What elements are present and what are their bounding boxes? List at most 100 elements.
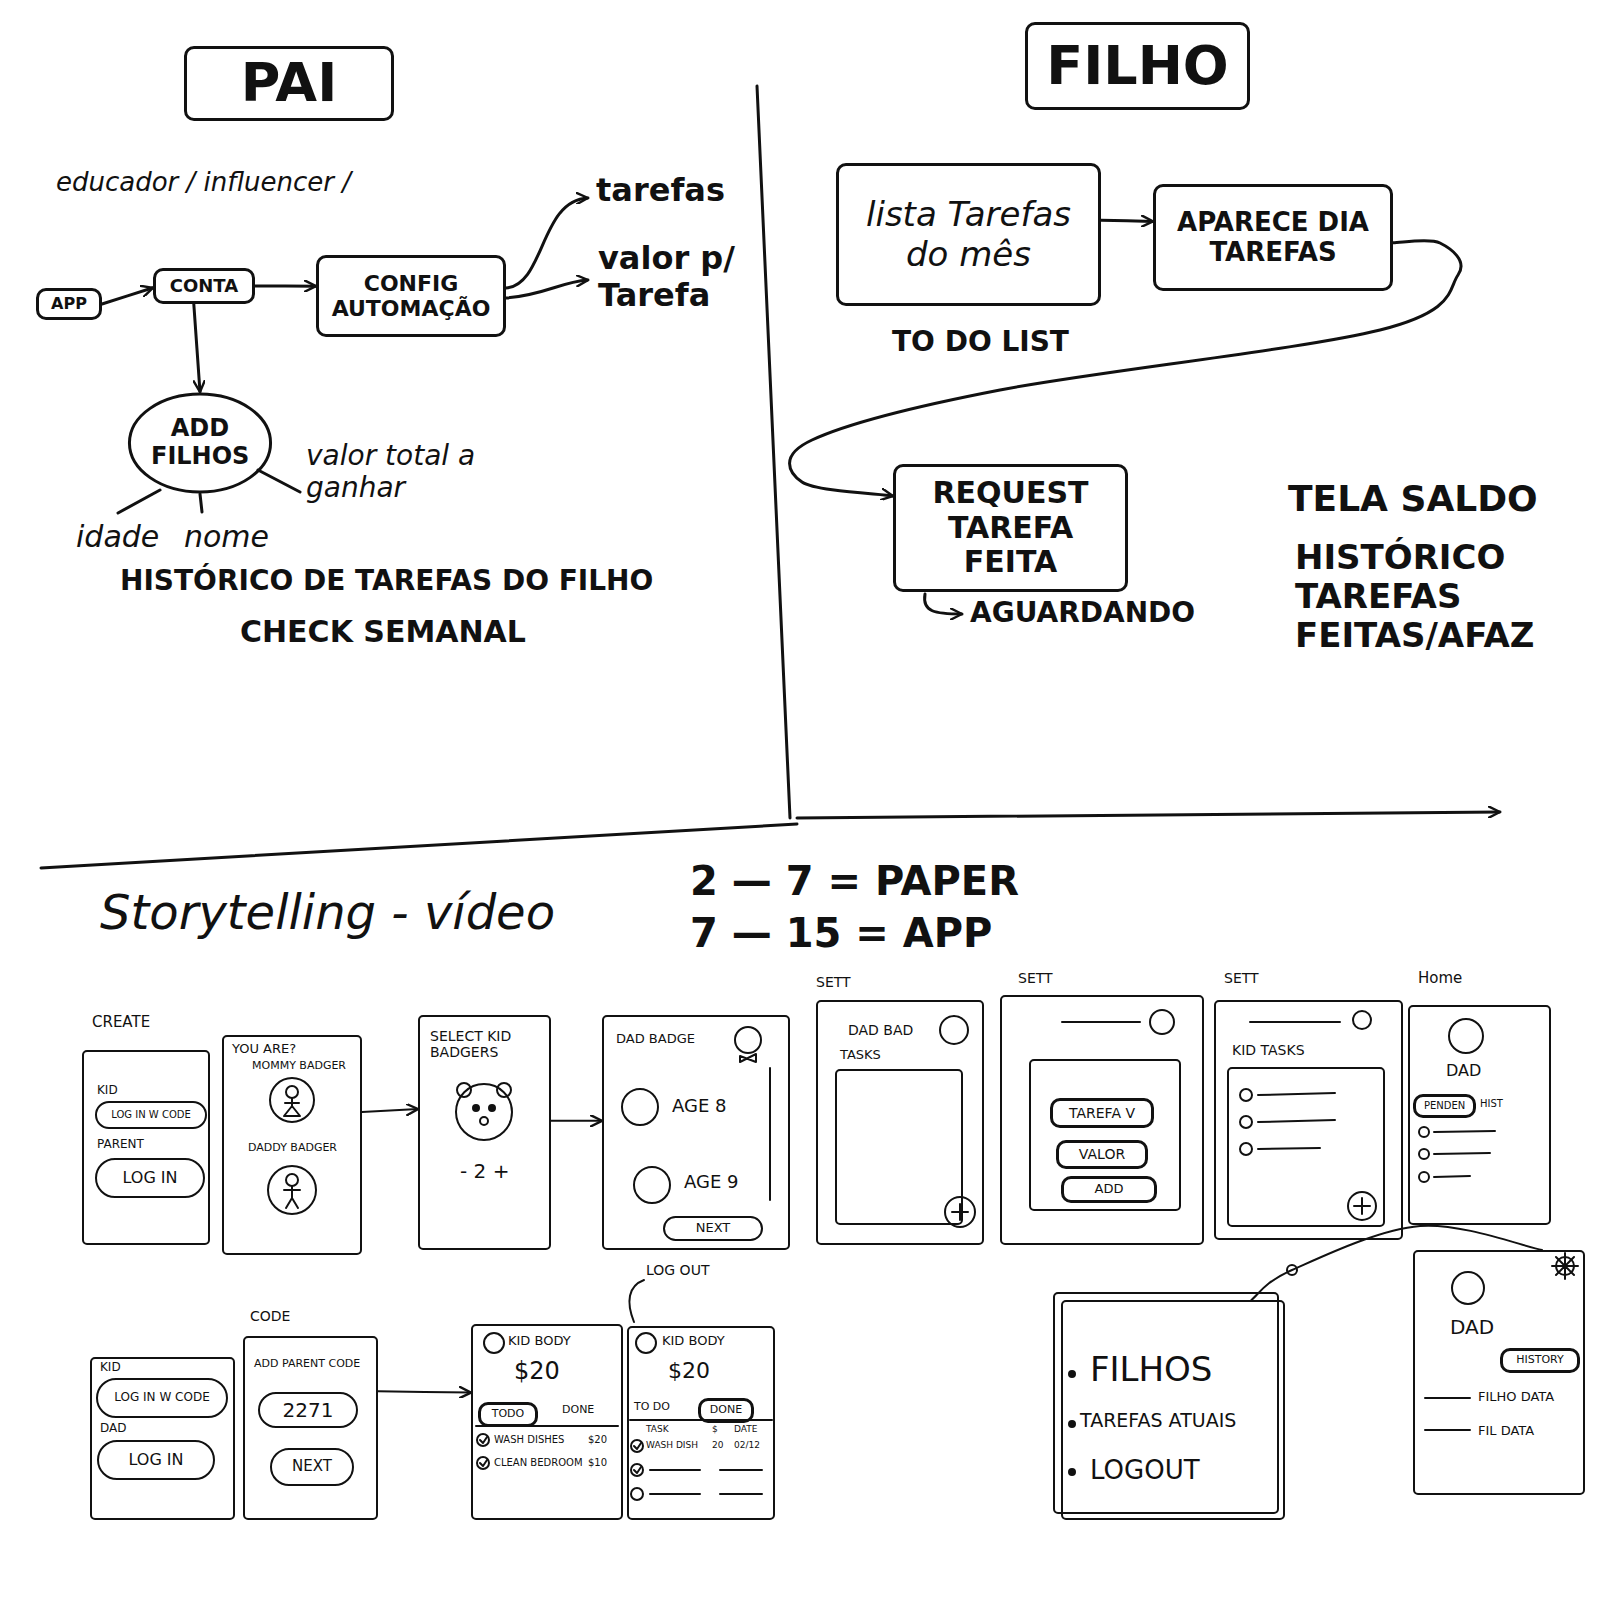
plus-sign	[1354, 1198, 1370, 1214]
screen-text: $	[712, 1424, 726, 1434]
process-box: CONTA	[153, 268, 255, 304]
process-box: TODO	[478, 1402, 538, 1427]
node-text: NEXT	[292, 1458, 332, 1475]
screen-text: HIST	[1480, 1098, 1520, 1110]
screen-text: DATE	[734, 1424, 770, 1434]
button-pill: LOG IN W CODE	[96, 1378, 228, 1418]
node-text: APARECE DIA TAREFAS	[1164, 208, 1382, 268]
node-text: CONFIG AUTOMAÇÃO	[327, 271, 495, 322]
gear-spokes	[1552, 1253, 1578, 1279]
header-line	[1250, 1021, 1340, 1023]
bear-face	[456, 1084, 512, 1140]
list-line	[1425, 1398, 1470, 1430]
note-label: tarefas	[596, 172, 756, 209]
flow-arrow	[255, 285, 316, 288]
note-label: Storytelling - vídeo	[100, 885, 680, 940]
process-box: HISTORY	[1500, 1348, 1580, 1373]
divider-arrow	[797, 812, 1500, 818]
note-label: TO DO LIST	[892, 326, 1112, 358]
divider-line	[41, 86, 797, 868]
screen-text: DAD	[1446, 1062, 1506, 1080]
bear-nose	[480, 1117, 488, 1125]
header-line	[1062, 1021, 1140, 1023]
node-text: FILHO	[1046, 35, 1229, 97]
button-pill: NEXT	[270, 1448, 354, 1486]
screen-text: KID TASKS	[1232, 1042, 1352, 1058]
node-text: LOG IN W CODE	[111, 1109, 191, 1121]
process-box: ADD	[1061, 1176, 1157, 1203]
menu-bullet	[1069, 1469, 1075, 1475]
node-text: LOG IN	[122, 1169, 177, 1187]
node-text: NEXT	[696, 1221, 731, 1236]
screen-frame: CREATEKIDPARENTLOG IN W CODELOG IN	[82, 1050, 210, 1245]
screen-frame: FILHOSTAREFAS ATUAISLOGOUT	[1061, 1300, 1285, 1520]
flow-arrow	[790, 241, 1461, 496]
stick-figure	[284, 1186, 300, 1208]
list-bullet	[1419, 1127, 1429, 1137]
node-text: DONE	[710, 1404, 742, 1417]
menu-bullet	[1069, 1421, 1075, 1427]
screen-frame: SETTTAREFA VVALORADD	[1000, 995, 1204, 1245]
node-text: CONTA	[170, 276, 238, 297]
screen-text: - 2 +	[460, 1160, 524, 1183]
task-panel	[1228, 1068, 1384, 1226]
node-text: VALOR	[1079, 1146, 1125, 1162]
screen-text: DONE	[562, 1404, 612, 1417]
screen-text: FIL DATA	[1478, 1424, 1580, 1439]
button-pill: NEXT	[663, 1216, 763, 1241]
process-box: TAREFA V	[1050, 1098, 1154, 1128]
screen-frame: DADFILHO DATAFIL DATAHISTORY	[1413, 1250, 1585, 1495]
note-label: LOG OUT	[646, 1262, 736, 1278]
screen-text: AGE 8	[672, 1096, 748, 1117]
screen-text: SETT	[1018, 970, 1088, 986]
screen-text: 02/12	[734, 1440, 772, 1450]
flow-arrow	[551, 1120, 602, 1122]
list-bullet	[1419, 1149, 1429, 1159]
screen-text: DAD BADGE	[616, 1032, 726, 1047]
screen-frame: SETTKID TASKS	[1214, 1000, 1403, 1240]
process-box: CONFIG AUTOMAÇÃO	[316, 255, 506, 337]
node-text: LOG IN W CODE	[114, 1391, 209, 1405]
note-label: CHECK SEMANAL	[240, 615, 560, 650]
button-pill: LOG IN W CODE	[95, 1101, 207, 1129]
bear-eye	[489, 1105, 495, 1111]
screen-text: YOU ARE?	[232, 1042, 352, 1057]
screen-text: TAREFAS ATUAIS	[1080, 1410, 1280, 1432]
screen-text: LOGOUT	[1090, 1456, 1260, 1486]
node-text: lista Tarefas do mês	[847, 195, 1090, 273]
screen-text: PARENT	[97, 1138, 167, 1152]
bear-ear	[497, 1083, 511, 1097]
check-mark	[480, 1437, 487, 1466]
screen-text: KID	[100, 1361, 150, 1375]
bear-eye	[473, 1105, 479, 1111]
screen-text: Home	[1418, 970, 1498, 987]
list-line	[650, 1470, 762, 1494]
node-text: PAI	[241, 52, 338, 114]
process-box: APP	[36, 288, 102, 320]
node-text: LOG IN	[128, 1451, 183, 1469]
screen-text: $20	[588, 1434, 618, 1446]
scroll-bar	[769, 1068, 771, 1200]
node-text: TAREFA V	[1069, 1105, 1135, 1121]
screen-text: $20	[668, 1358, 738, 1383]
screen-text: 20	[712, 1440, 732, 1450]
process-box: PAI	[184, 46, 394, 121]
screen-text: MOMMY BADGER	[252, 1060, 356, 1073]
screen-text: CREATE	[92, 1014, 212, 1031]
avatar-figure	[270, 1078, 314, 1122]
check-bullet	[631, 1464, 643, 1476]
avatar-icon	[940, 1016, 968, 1044]
node-text: PENDEN	[1424, 1100, 1465, 1112]
list-bullet	[1240, 1089, 1252, 1101]
modal-panel	[1030, 1060, 1180, 1210]
arrow-line	[925, 594, 962, 614]
screen-text: DAD	[1450, 1316, 1520, 1339]
screen-text: DADDY BADGER	[248, 1142, 358, 1155]
screen-frame: KID BODY$20TO DOTASK$DATEWASH DISH2002/1…	[627, 1326, 775, 1520]
screen-shadow-frame	[1054, 1293, 1278, 1513]
node-text: HISTORY	[1516, 1354, 1564, 1367]
screen-text: TASKS	[840, 1048, 920, 1063]
screen-text: CODE	[250, 1308, 330, 1324]
avatar-figure	[286, 1086, 298, 1098]
